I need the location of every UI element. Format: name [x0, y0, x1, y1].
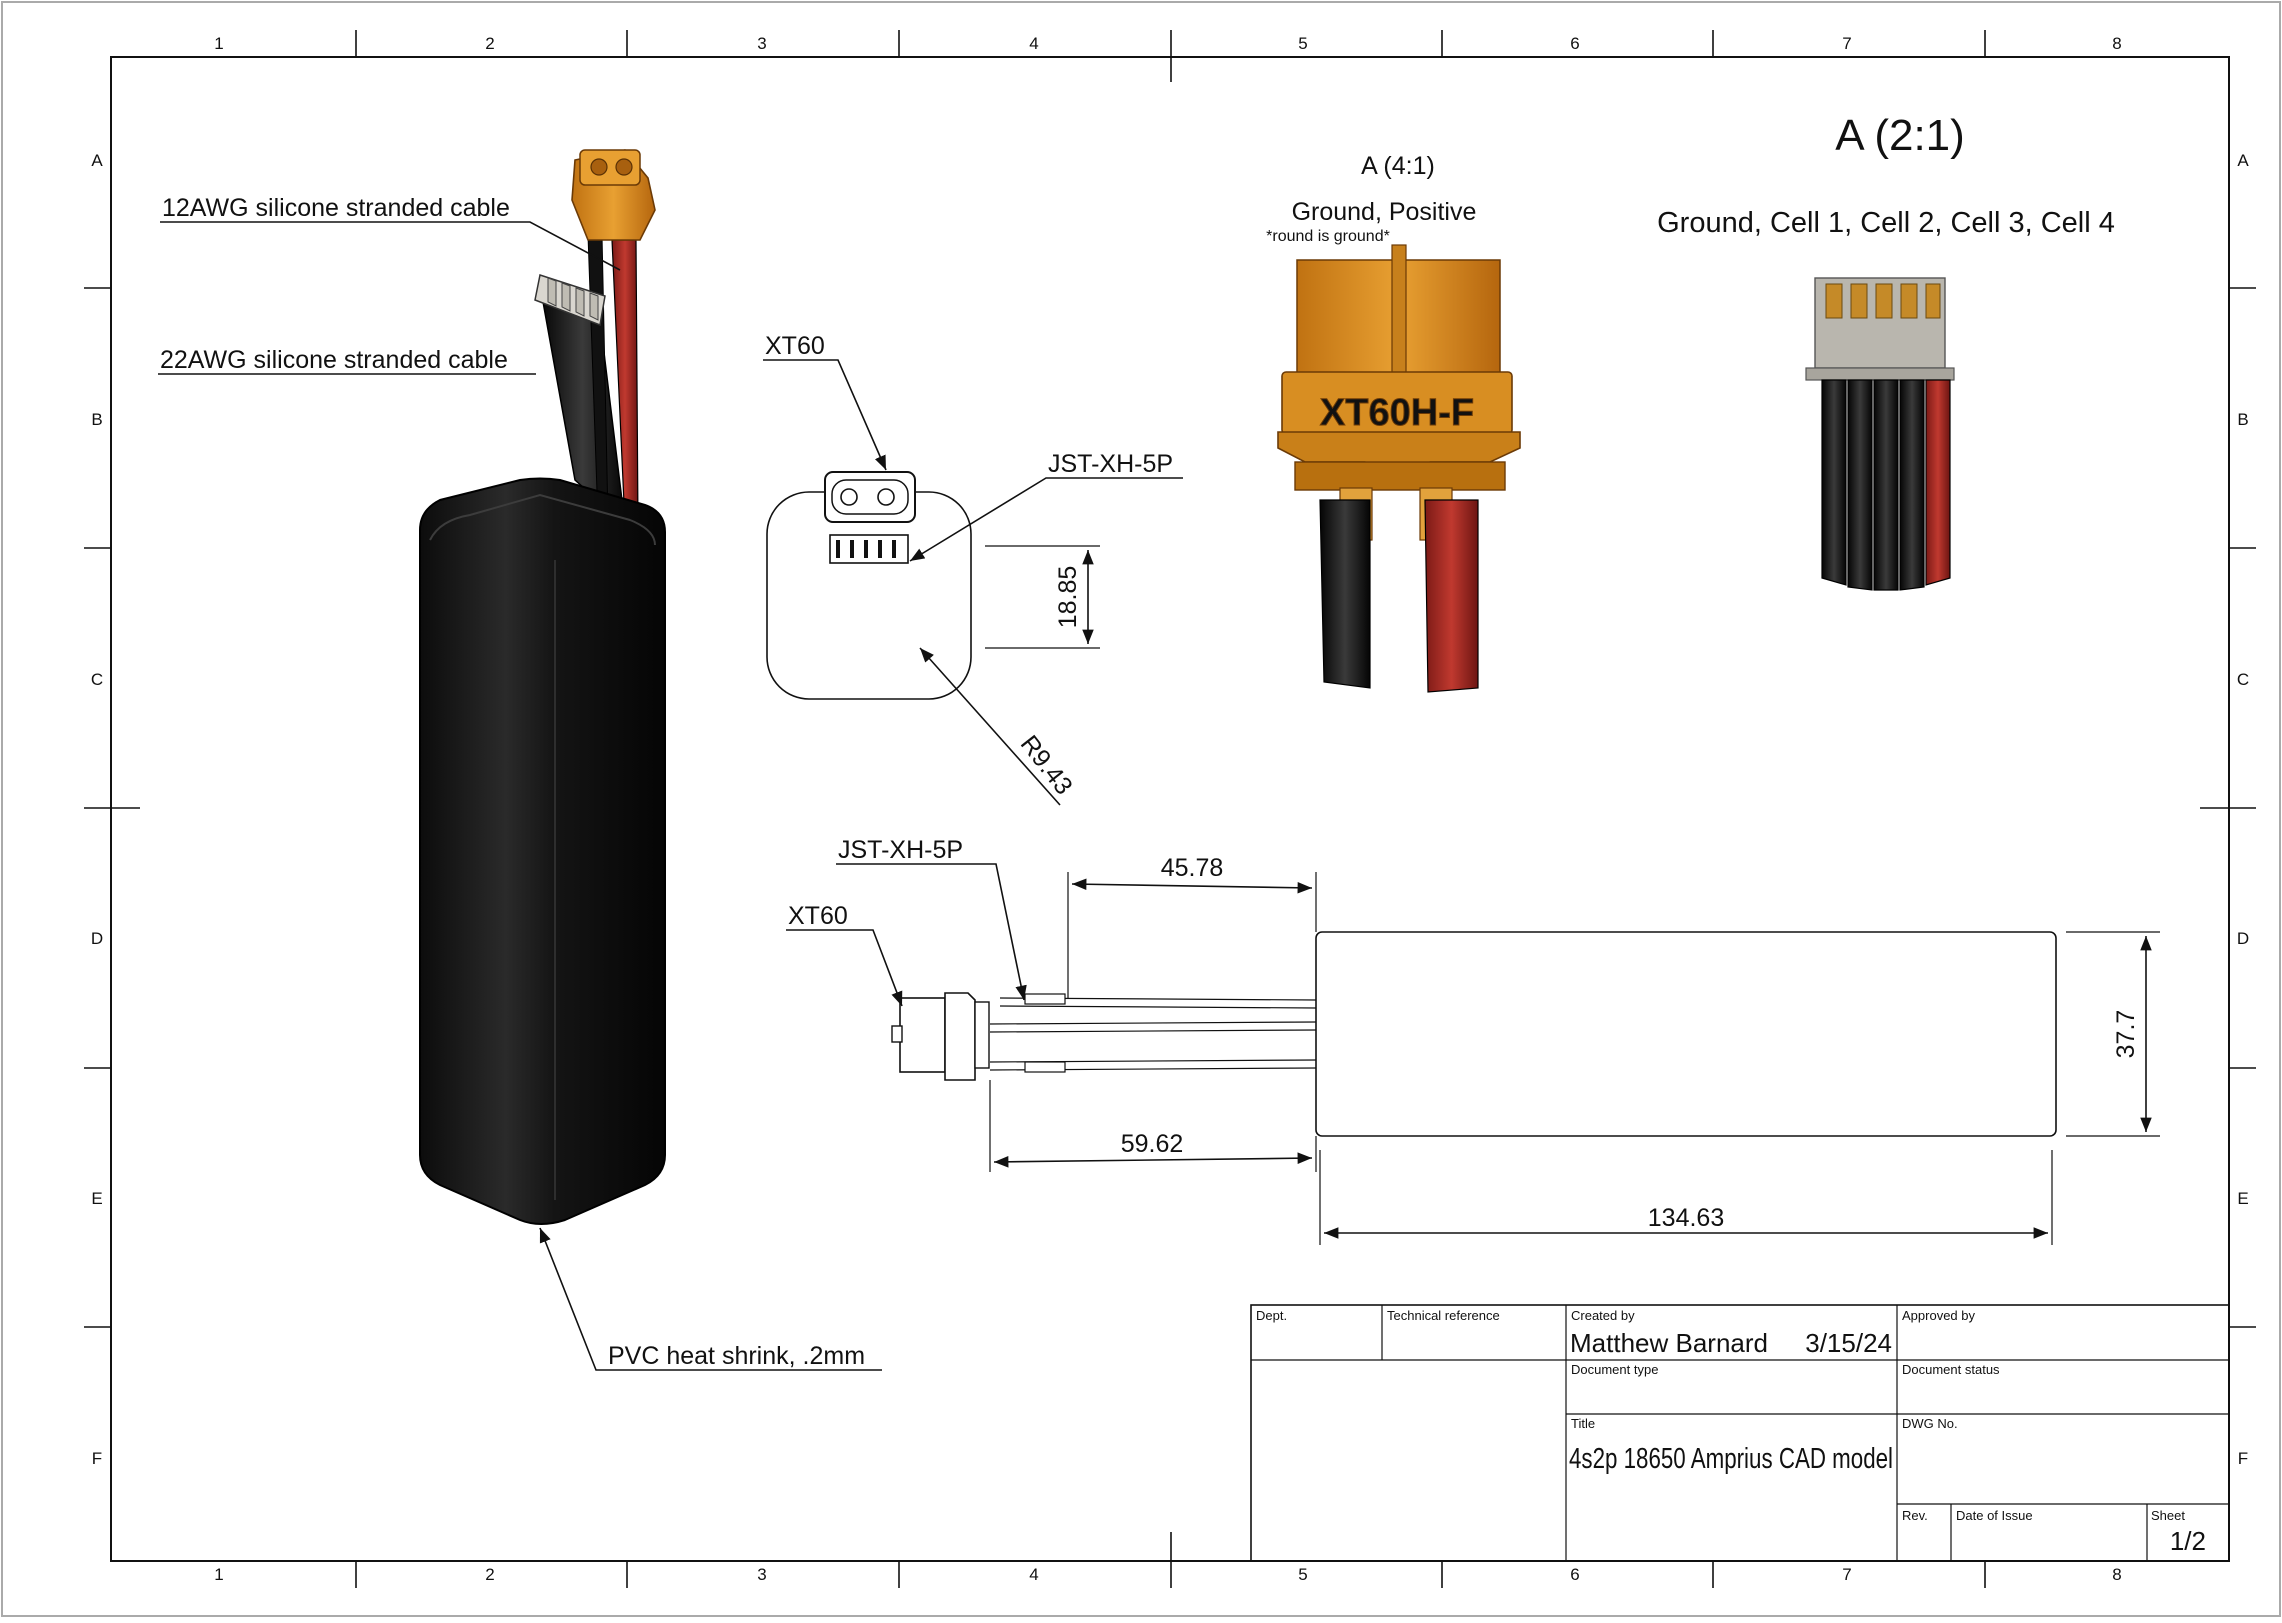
- pack-body-shrinkwrap: [419, 477, 666, 1225]
- col-label-top: 3: [757, 34, 766, 53]
- col-label-bottom: 4: [1029, 1565, 1038, 1584]
- col-label-top: 8: [2112, 34, 2121, 53]
- tb-approved-by-label: Approved by: [1902, 1308, 1975, 1323]
- callout-heat-shrink: PVC heat shrink, .2mm: [608, 1342, 865, 1370]
- tb-title-label: Title: [1571, 1416, 1595, 1431]
- xt60-top-outline: [824, 471, 916, 523]
- row-label-left: C: [91, 670, 103, 689]
- tb-created-by-label: Created by: [1571, 1308, 1635, 1323]
- dim-line-radius: [919, 647, 1061, 806]
- tb-created-date: 3/15/24: [1805, 1328, 1892, 1358]
- row-label-left: B: [91, 410, 102, 429]
- tb-doc-type-label: Document type: [1571, 1362, 1658, 1377]
- tb-tech-ref-label: Technical reference: [1387, 1308, 1500, 1323]
- callout-jst-side: JST-XH-5P: [838, 836, 963, 864]
- tb-sheet-label: Sheet: [2151, 1508, 2185, 1523]
- leader-12awg: [160, 221, 621, 271]
- dim-45-78: 45.78: [1161, 854, 1224, 882]
- row-label-left: D: [91, 929, 103, 948]
- dim-line-45-78: [1071, 878, 1313, 894]
- dim-59-62: 59.62: [1121, 1130, 1184, 1158]
- detail-jst-subtitle: Ground, Cell 1, Cell 2, Cell 3, Cell 4: [1657, 207, 2115, 239]
- tb-rev-label: Rev.: [1902, 1508, 1928, 1523]
- row-label-right: B: [2237, 410, 2248, 429]
- col-label-top: 5: [1298, 34, 1307, 53]
- col-label-bottom: 6: [1570, 1565, 1579, 1584]
- tb-dept-label: Dept.: [1256, 1308, 1287, 1323]
- leader-xt60-side: [786, 929, 903, 1007]
- xt60-marking: XT60H-F: [1320, 392, 1474, 434]
- row-label-right: D: [2237, 929, 2249, 948]
- pack-side-view: JST-XH-5P XT60 45.78 59.62 134.63 37.7: [786, 836, 2160, 1245]
- col-label-bottom: 3: [757, 1565, 766, 1584]
- row-label-left: A: [91, 151, 103, 170]
- detail-xt60-subtitle: Ground, Positive: [1292, 198, 1477, 226]
- col-label-bottom: 5: [1298, 1565, 1307, 1584]
- tb-doc-status-label: Document status: [1902, 1362, 2000, 1377]
- col-label-top: 4: [1029, 34, 1038, 53]
- callout-jst-top: JST-XH-5P: [1048, 450, 1173, 478]
- leader-jst-top: [909, 477, 1183, 562]
- col-label-top: 7: [1842, 34, 1851, 53]
- jst-side-outline: [974, 1001, 990, 1069]
- row-label-right: F: [2238, 1449, 2248, 1468]
- dim-18-85: 18.85: [1054, 566, 1082, 629]
- col-label-top: 1: [214, 34, 223, 53]
- pack-top-view: XT60 JST-XH-5P 18.85 R9.43: [763, 332, 1183, 806]
- detail-xt60-title: A (4:1): [1361, 152, 1435, 180]
- row-label-right: C: [2237, 670, 2249, 689]
- detail-xt60: A (4:1) Ground, Positive *round is groun…: [1266, 152, 1521, 693]
- zone-ticks: [84, 30, 2256, 1588]
- col-label-top: 2: [485, 34, 494, 53]
- inner-border: [110, 56, 2230, 1562]
- leader-heat-shrink: [539, 1227, 882, 1371]
- detail-jst-title: A (2:1): [1835, 111, 1965, 160]
- col-label-bottom: 8: [2112, 1565, 2121, 1584]
- xt60-red-cable: [1424, 499, 1479, 693]
- iso-callouts: 12AWG silicone stranded cable 22AWG sili…: [158, 194, 882, 1371]
- detail-jst: A (2:1) Ground, Cell 1, Cell 2, Cell 3, …: [1657, 111, 2115, 591]
- pack-outline-top: [766, 491, 972, 700]
- battery-pack-iso-view: [419, 149, 666, 1225]
- col-label-bottom: 1: [214, 1565, 223, 1584]
- jst-top-outline: [829, 534, 909, 564]
- row-label-left: F: [92, 1449, 102, 1468]
- tb-title: 4s2p 18650 Amprius CAD model: [1569, 1443, 1893, 1475]
- pack-side-outline: [1315, 931, 2057, 1137]
- dim-134-63: 134.63: [1648, 1204, 1724, 1232]
- col-label-bottom: 2: [485, 1565, 494, 1584]
- detail-xt60-note: *round is ground*: [1266, 228, 1390, 245]
- col-label-bottom: 7: [1842, 1565, 1851, 1584]
- row-label-left: E: [91, 1189, 102, 1208]
- title-block: Dept. Technical reference Created by Mat…: [1250, 1304, 2230, 1562]
- jst-red-wire: [1925, 379, 1951, 586]
- leader-xt60-top: [763, 359, 887, 471]
- tb-date-issue-label: Date of Issue: [1956, 1508, 2033, 1523]
- dim-line-59-62: [993, 1152, 1313, 1168]
- xt60-black-cable: [1319, 499, 1371, 689]
- row-label-right: A: [2237, 151, 2249, 170]
- callout-xt60-top: XT60: [765, 332, 825, 360]
- xt60-side-outline: [899, 997, 946, 1073]
- callout-22awg: 22AWG silicone stranded cable: [160, 346, 508, 374]
- row-label-right: E: [2237, 1189, 2248, 1208]
- leader-jst-side: [836, 863, 1027, 1001]
- col-label-top: 6: [1570, 34, 1579, 53]
- callout-12awg: 12AWG silicone stranded cable: [162, 194, 510, 222]
- tb-sheet: 1/2: [2170, 1526, 2206, 1556]
- callout-xt60-side: XT60: [788, 902, 848, 930]
- tb-created-by: Matthew Barnard: [1570, 1328, 1768, 1358]
- dim-37-7: 37.7: [2112, 1010, 2140, 1059]
- tb-dwg-no-label: DWG No.: [1902, 1416, 1958, 1431]
